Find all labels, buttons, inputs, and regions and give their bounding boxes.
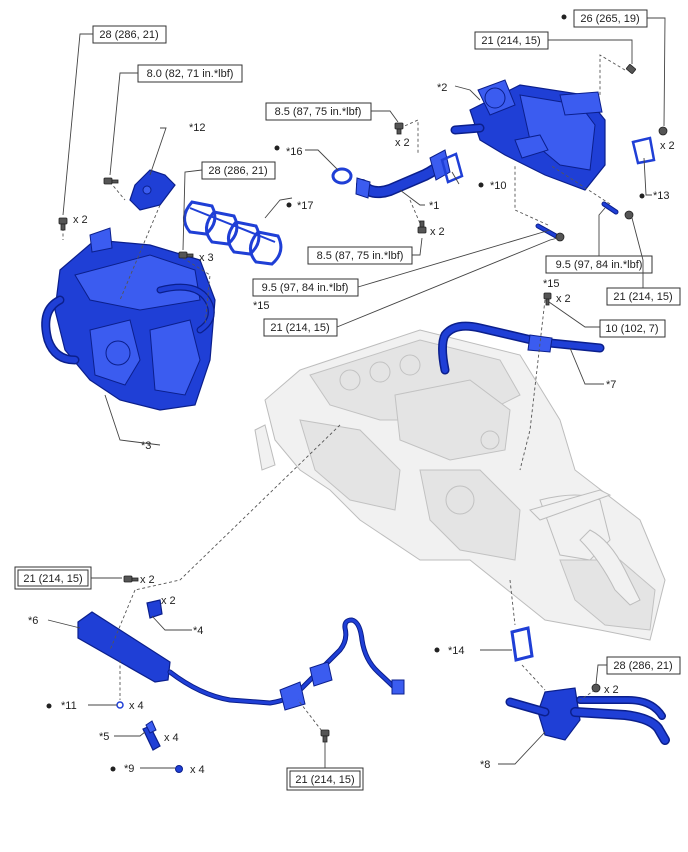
torque-spec-text: 28 (286, 21) (208, 165, 267, 177)
torque-spec-box: 21 (214, 15) (263, 318, 338, 337)
torque-spec-text: 8.5 (87, 75 in.*lbf) (275, 106, 362, 118)
torque-spec-text: 21 (214, 15) (481, 35, 540, 47)
bolt-icon (624, 210, 634, 220)
bolt-icon (123, 575, 139, 583)
callout-9: *9 (124, 763, 134, 775)
callout-13: *13 (653, 190, 670, 202)
quantity-label: x 4 (164, 732, 179, 744)
bolt-icon (543, 292, 552, 306)
torque-spec-box: 21 (214, 15) (474, 31, 549, 50)
callout-7: *7 (606, 379, 616, 391)
bolt-icons (58, 64, 668, 743)
intake-manifold-part (41, 227, 216, 411)
torque-spec-text: 21 (214, 15) (613, 291, 672, 303)
bolt-icon (591, 683, 601, 693)
quantity-label: x 2 (140, 574, 155, 586)
egr-cooler-2-part (450, 79, 606, 191)
gasket-9-part (175, 765, 183, 773)
torque-spec-text: 28 (286, 21) (99, 29, 158, 41)
torque-spec-box: 28 (286, 21) (606, 656, 681, 675)
callout-4: *4 (193, 625, 203, 637)
torque-spec-box: 10 (102, 7) (599, 319, 666, 338)
torque-spec-labels: 28 (286, 21) 8.0 (82, 71 in.*lbf) 28 (28… (14, 9, 681, 791)
bolt-icon (103, 177, 119, 185)
callout-11: *11 (61, 700, 77, 712)
callout-6: *6 (28, 615, 38, 627)
callout-10: *10 (490, 180, 507, 192)
torque-spec-text: 10 (102, 7) (605, 323, 658, 335)
quantity-label: x 2 (604, 684, 619, 696)
quantity-labels: x 2 x 3 x 2 x 2 x 2 x 2 x 2 x 2 x 4 x 4 … (73, 137, 675, 776)
part-4 (146, 599, 163, 619)
pipe-7-part (438, 321, 605, 375)
torque-spec-box: 8.0 (82, 71 in.*lbf) (137, 64, 243, 83)
quantity-label: x 2 (430, 226, 445, 238)
callout-3: *3 (141, 440, 151, 452)
gasket-16-part (331, 167, 353, 185)
injector-5-part (142, 720, 161, 751)
new-part-markers (46, 14, 645, 772)
gasket-14-part (510, 626, 534, 662)
torque-spec-text: 21 (214, 15) (23, 573, 82, 585)
gasket-13-part (631, 136, 656, 165)
bolt-icon (417, 220, 427, 234)
quantity-label: x 2 (556, 293, 571, 305)
egr-pipe-8-part (505, 687, 670, 745)
torque-spec-box: 28 (286, 21) (92, 25, 167, 44)
callout-8: *8 (480, 759, 490, 771)
leader-lines (47, 17, 666, 769)
callout-15-right: *15 (543, 278, 560, 290)
torque-spec-box: 9.5 (97, 84 in.*lbf) (252, 278, 359, 297)
callout-labels: *12 *16 *17 *2 *1 *10 *13 *15 *15 *7 *3 … (28, 82, 670, 775)
gasket-10-part (440, 152, 464, 184)
callout-15-left: *15 (253, 300, 270, 312)
torque-spec-box: 8.5 (87, 75 in.*lbf) (307, 246, 413, 265)
callout-16: *16 (286, 146, 303, 158)
callout-1: *1 (429, 200, 439, 212)
bolt-icon (394, 122, 404, 135)
quantity-label: x 2 (161, 595, 176, 607)
seal-11-part (116, 701, 124, 709)
torque-spec-box: 8.5 (87, 75 in.*lbf) (265, 102, 372, 121)
quantity-label: x 4 (190, 764, 205, 776)
quantity-label: x 3 (199, 252, 214, 264)
torque-spec-box: 9.5 (97, 84 in.*lbf) (545, 255, 653, 274)
torque-spec-box: 26 (265, 19) (573, 9, 648, 28)
quantity-label: x 2 (660, 140, 675, 152)
bolt-icon (320, 729, 330, 743)
quantity-label: x 2 (73, 214, 88, 226)
torque-spec-box: 21 (214, 15) (606, 287, 681, 306)
bolt-icon (58, 217, 68, 231)
egr-pipe-1-part (355, 149, 451, 199)
torque-spec-text: 28 (286, 21) (613, 660, 672, 672)
callout-12: *12 (189, 122, 206, 134)
bolt-icon (178, 251, 194, 259)
quantity-label: x 2 (395, 137, 410, 149)
torque-spec-box-double: 21 (214, 15) (286, 767, 364, 791)
callout-5: *5 (99, 731, 109, 743)
torque-spec-text: 21 (214, 15) (295, 774, 354, 786)
callout-2: *2 (437, 82, 447, 94)
torque-spec-text: 9.5 (97, 84 in.*lbf) (262, 282, 349, 294)
torque-spec-text: 21 (214, 15) (270, 322, 329, 334)
bolt-icon (658, 126, 668, 136)
quantity-label: x 4 (129, 700, 144, 712)
callout-17: *17 (297, 200, 314, 212)
bolt-icon (555, 232, 565, 242)
torque-spec-text: 26 (265, 19) (580, 13, 639, 25)
torque-spec-box: 28 (286, 21) (201, 161, 276, 180)
engine-block-illustration (254, 329, 666, 641)
intake-gasket-17-part (183, 200, 283, 266)
bolt-icon (626, 64, 636, 74)
torque-spec-text: 8.0 (82, 71 in.*lbf) (147, 68, 234, 80)
assembly-guide-lines (62, 54, 626, 736)
callout-14: *14 (448, 645, 465, 657)
torque-spec-text: 8.5 (87, 75 in.*lbf) (317, 250, 404, 262)
fuel-rail-6-part (77, 611, 405, 711)
torque-spec-text: 9.5 (97, 84 in.*lbf) (556, 259, 643, 271)
bracket-12-part (129, 169, 176, 211)
torque-spec-box-double: 21 (214, 15) (14, 566, 92, 590)
